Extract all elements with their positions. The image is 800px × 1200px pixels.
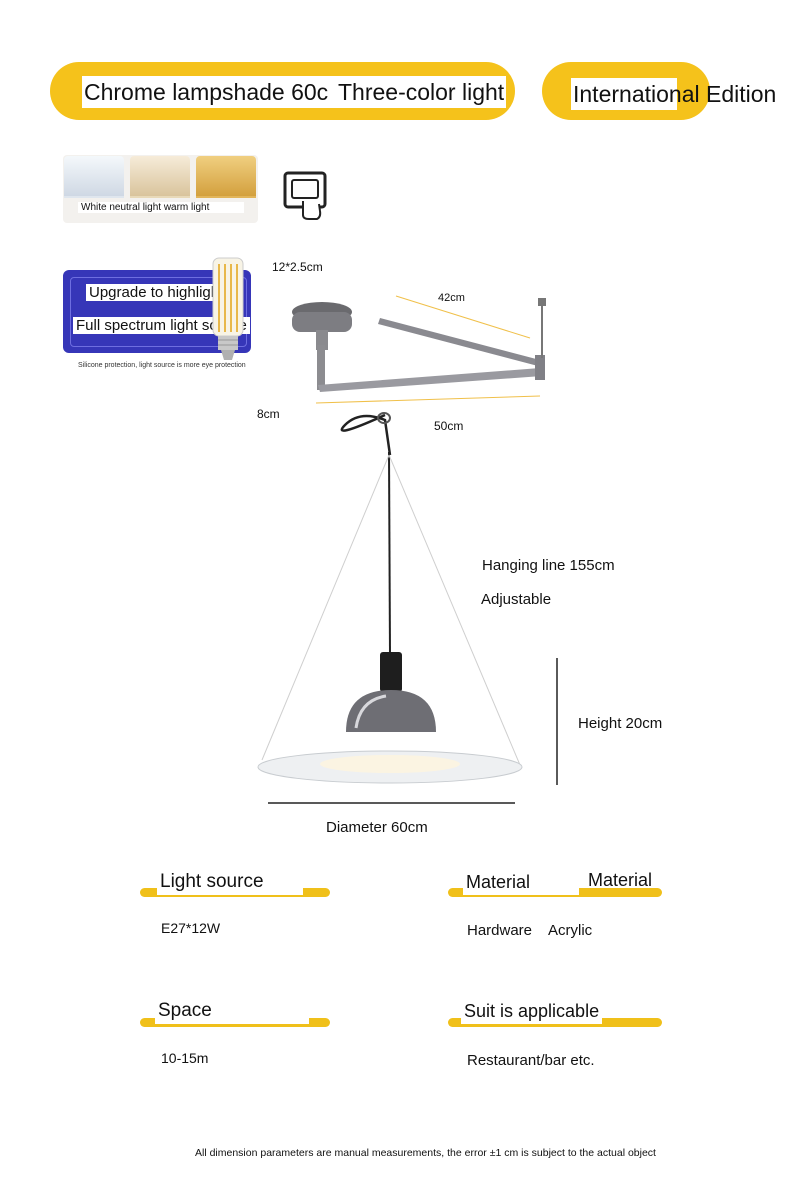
spec-material-label-b: Material	[588, 870, 653, 890]
spec-material-label-a: Material	[463, 869, 579, 895]
swatch-neutral-light	[130, 156, 190, 198]
spec-space-value: 10-15m	[161, 1050, 209, 1066]
footer-note: All dimension parameters are manual meas…	[195, 1147, 656, 1159]
edition-label-highlight	[571, 78, 677, 110]
switch-touch-icon	[283, 171, 327, 221]
lamp-arm-end	[535, 355, 545, 380]
upgrade-note: Silicone protection, light source is mor…	[78, 362, 246, 369]
header-title-shade: Chrome lampshade 60c	[82, 76, 336, 108]
upgrade-box-inner	[70, 277, 247, 347]
dim-arm-height-label: 8cm	[257, 407, 280, 421]
light-color-caption: White neutral light warm light	[78, 202, 244, 213]
dim-diameter-label: Diameter 60cm	[326, 819, 428, 836]
lamp-vertical-post	[317, 345, 325, 390]
lamp-support-wire-right	[388, 454, 521, 766]
spec-suit-label: Suit is applicable	[461, 998, 603, 1024]
lamp-dome-highlight	[354, 694, 387, 729]
led-bulb-icon	[208, 256, 248, 366]
dim-arm-length-label: 50cm	[434, 419, 464, 433]
header-title-light: Three-color light	[336, 76, 507, 108]
dim-line-top	[395, 295, 531, 339]
spec-space-label: Space	[155, 998, 309, 1024]
lamp-wire-clip	[538, 298, 546, 306]
lamp-hanging-cord	[388, 451, 391, 656]
dim-hanging-line-label: Hanging line 155cm	[482, 557, 615, 574]
header-edition-text: International Edition	[573, 81, 777, 107]
upgrade-line2: Full spectrum light source	[73, 317, 250, 334]
lamp-canopy-side	[292, 312, 352, 332]
lamp-dome-shade	[346, 690, 436, 732]
dim-adjustable-label: Adjustable	[481, 591, 552, 608]
lamp-cord-loop	[340, 413, 392, 456]
spec-light-source-label: Light source	[157, 869, 303, 895]
lamp-arm-lower	[318, 368, 542, 392]
swatch-warm-light	[196, 156, 256, 198]
dim-line-bottom	[315, 395, 541, 404]
lamp-cord-hook	[377, 412, 391, 424]
spec-light-source-value: E27*12W	[161, 920, 221, 936]
spec-material-value-b: Acrylic	[548, 922, 593, 939]
lamp-socket	[380, 652, 402, 692]
dim-arm-top-label: 42cm	[438, 292, 465, 304]
lamp-disc-glow	[320, 755, 460, 773]
lamp-support-wire-left	[261, 454, 390, 761]
dim-base-label: 12*2.5cm	[272, 260, 323, 274]
dim-height-label: Height 20cm	[578, 715, 663, 732]
spec-suit-value: Restaurant/bar etc.	[467, 1052, 595, 1069]
lamp-arm-upper	[378, 318, 540, 366]
upgrade-line1: Upgrade to highlight	[86, 284, 227, 301]
swatch-white-light	[64, 156, 124, 198]
spec-material-value-a: Hardware	[467, 922, 533, 939]
lamp-illustration	[257, 295, 558, 804]
